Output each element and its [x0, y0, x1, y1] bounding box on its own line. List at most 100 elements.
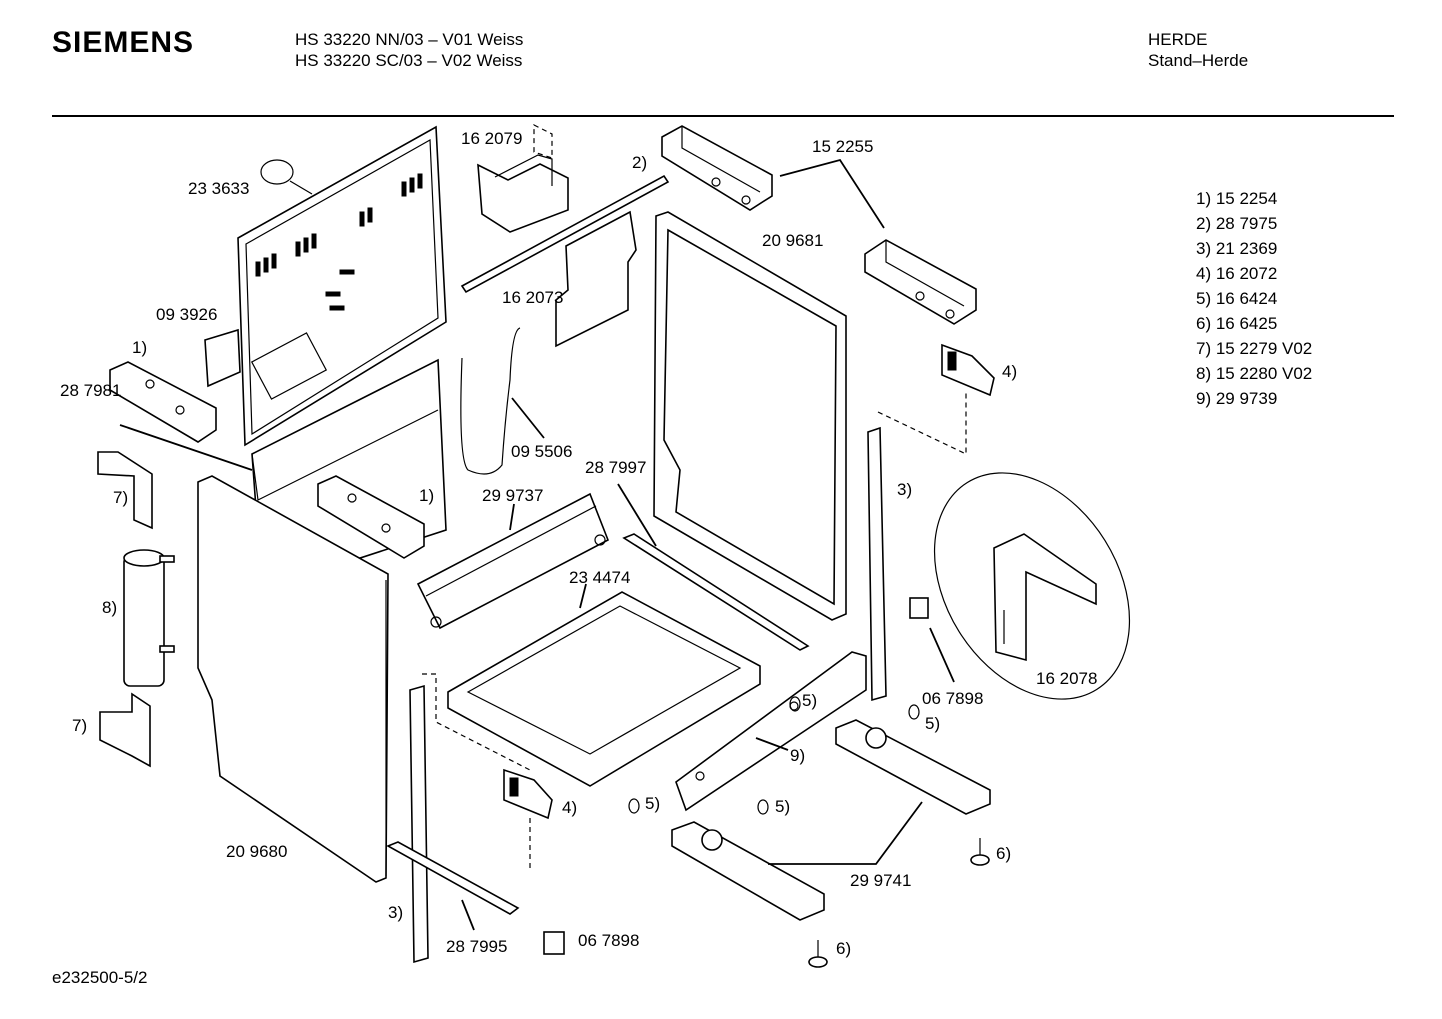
grommet-part: [260, 159, 294, 185]
label-6-right: 6): [996, 844, 1011, 863]
label-162079: 16 2079: [461, 129, 522, 148]
header-divider: [52, 115, 1394, 117]
legend-item-5: 5) 16 6424: [1196, 289, 1278, 308]
category-subtitle: Stand–Herde: [1148, 51, 1249, 70]
model-line-2: HS 33220 SC/03 – V02 Weiss: [295, 51, 523, 70]
washer-5-bottom-mid: [757, 799, 769, 815]
label-067898-lower: 06 7898: [578, 931, 639, 950]
leader-299737: [509, 503, 515, 531]
label-5-bottom-mid: 5): [775, 797, 790, 816]
cable-095506-part: [460, 327, 521, 475]
bracket-152255-lower: [864, 239, 977, 325]
cylinder-part-8: [123, 549, 175, 687]
drawing-id: e232500-5/2: [52, 968, 148, 987]
rail-299737-part: [416, 492, 610, 630]
bracket-152255-upper: [661, 125, 773, 211]
label-233633: 23 3633: [188, 179, 249, 198]
legend-item-6: 6) 16 6425: [1196, 314, 1278, 333]
label-3-right: 3): [897, 480, 912, 499]
model-line-1: HS 33220 NN/03 – V01 Weiss: [295, 30, 524, 49]
side-panel-209680-part: [197, 475, 389, 883]
block-067898-upper: [909, 597, 929, 619]
foot-part-6-bottom: [808, 940, 828, 968]
leader-287981: [119, 424, 253, 471]
dashed-guide-4b: [422, 673, 531, 771]
legend-item-9: 9) 29 9739: [1196, 389, 1278, 408]
leader-287997: [617, 483, 657, 547]
rear-panel-part: [204, 125, 447, 447]
label-093926: 09 3926: [156, 305, 217, 324]
leader-067898-upper: [929, 627, 955, 683]
clip-part-4-lower: [503, 768, 553, 820]
label-234474: 23 4474: [569, 568, 630, 587]
detail-callout-162078: [933, 472, 1131, 700]
label-162073: 16 2073: [502, 288, 563, 307]
label-209681: 20 9681: [762, 231, 823, 250]
bracket-162079-part: [477, 124, 569, 233]
label-209680: 20 9680: [226, 842, 287, 861]
label-1-left: 1): [132, 338, 147, 357]
leader-095506: [511, 397, 545, 439]
washer-5-bottom-left: [628, 798, 640, 814]
block-067898-lower: [543, 931, 565, 955]
frame-234474-part: [447, 591, 761, 787]
leader-152255: [779, 158, 885, 229]
strip-287997-part: [622, 533, 810, 651]
parts-legend: 1) 15 2254 2) 28 7975 3) 21 2369 4) 16 2…: [1196, 186, 1312, 411]
legend-item-1: 1) 15 2254: [1196, 189, 1278, 208]
label-7-lower: 7): [72, 716, 87, 735]
label-2: 2): [632, 153, 647, 172]
strip-part-2: [460, 174, 670, 294]
cross-member-edge: [251, 409, 439, 501]
shim-part-7-upper: [97, 451, 153, 530]
label-4-lower: 4): [562, 798, 577, 817]
washer-5-right: [908, 704, 920, 720]
legend-item-3: 3) 21 2369: [1196, 239, 1278, 258]
label-5-bottom-left: 5): [645, 794, 660, 813]
label-299741: 29 9741: [850, 871, 911, 890]
label-1-middle: 1): [419, 486, 434, 505]
rail-part-3-right: [867, 426, 887, 702]
label-5-rail: 5): [802, 691, 817, 710]
label-299737: 29 9737: [482, 486, 543, 505]
slide-299741-left: [671, 821, 825, 921]
category-title: HERDE: [1148, 30, 1208, 49]
label-3-left: 3): [388, 903, 403, 922]
bracket-part-1-middle: [317, 475, 425, 559]
dashed-guide-4a: [877, 392, 967, 455]
label-6-bottom: 6): [836, 939, 851, 958]
label-067898-upper: 06 7898: [922, 689, 983, 708]
bracket-part-1-left: [109, 361, 217, 443]
legend-item-8: 8) 15 2280 V02: [1196, 364, 1313, 383]
label-287981: 28 7981: [60, 381, 121, 400]
label-5-right: 5): [925, 714, 940, 733]
washer-5-rail: [789, 696, 801, 712]
shim-part-7-lower: [99, 692, 151, 768]
label-162078: 16 2078: [1036, 669, 1097, 688]
brand-logo: SIEMENS: [52, 26, 195, 59]
leader-287995: [461, 899, 475, 931]
leader-234474: [579, 583, 587, 609]
legend-item-2: 2) 28 7975: [1196, 214, 1278, 233]
label-287995: 28 7995: [446, 937, 507, 956]
clip-part-4-upper: [941, 343, 995, 397]
label-095506: 09 5506: [511, 442, 572, 461]
rail-part-3-left: [409, 684, 429, 964]
label-8: 8): [102, 598, 117, 617]
label-7-upper: 7): [113, 488, 128, 507]
side-frame-209681-part: [653, 211, 847, 621]
leader-299741: [768, 801, 923, 865]
label-287997: 28 7997: [585, 458, 646, 477]
strip-287995-part: [386, 841, 520, 915]
foot-part-6-right: [970, 838, 990, 866]
label-9: 9): [790, 746, 805, 765]
leader-rail-9: [755, 737, 789, 751]
plate-162073-part: [555, 210, 637, 348]
leader-233633: [289, 180, 313, 195]
label-152255: 15 2255: [812, 137, 873, 156]
slide-299741-right: [835, 719, 991, 815]
legend-item-4: 4) 16 2072: [1196, 264, 1278, 283]
legend-item-7: 7) 15 2279 V02: [1196, 339, 1313, 358]
label-4-upper: 4): [1002, 362, 1017, 381]
